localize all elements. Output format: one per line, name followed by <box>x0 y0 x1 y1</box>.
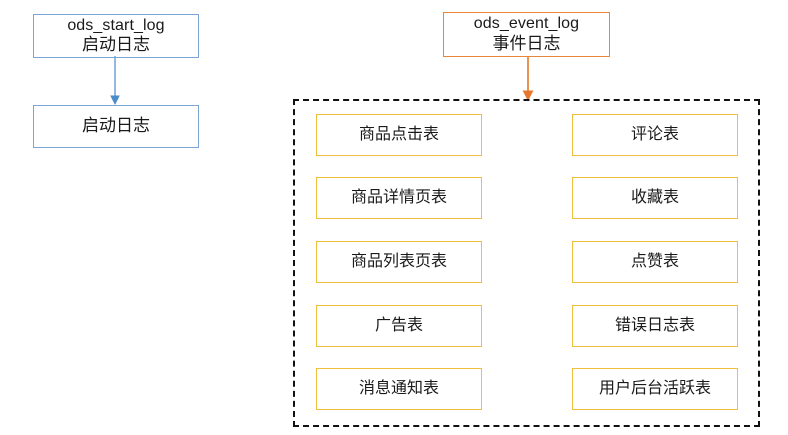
table-box-shangpin-liebiaoye[interactable]: 商品列表页表 <box>316 241 482 283</box>
table-box-dianzan[interactable]: 点赞表 <box>572 241 738 283</box>
node-ods-start-log-name-en: ods_start_log <box>67 16 165 34</box>
arrow-down-icon <box>522 56 534 101</box>
table-box-pinglun[interactable]: 评论表 <box>572 114 738 156</box>
node-ods-event-log-name-en: ods_event_log <box>473 15 580 33</box>
table-box-label: 广告表 <box>374 316 423 334</box>
table-box-yonghu-houtai-huoyue[interactable]: 用户后台活跃表 <box>572 368 738 410</box>
table-box-label: 商品点击表 <box>358 125 439 143</box>
arrow-down-icon <box>110 56 120 105</box>
node-ods-start-log-name-cn: 启动日志 <box>82 35 150 55</box>
node-start-log-table-label: 启动日志 <box>82 116 150 136</box>
table-box-label: 错误日志表 <box>614 316 695 334</box>
node-ods-event-log[interactable]: ods_event_log 事件日志 <box>443 12 610 57</box>
start-log-arrow-connector <box>108 56 122 106</box>
event-log-arrow-connector <box>520 56 536 102</box>
table-box-label: 收藏表 <box>630 188 679 206</box>
node-ods-start-log[interactable]: ods_start_log 启动日志 <box>33 14 199 58</box>
table-box-shangpin-dianji[interactable]: 商品点击表 <box>316 114 482 156</box>
table-box-shoucang[interactable]: 收藏表 <box>572 177 738 219</box>
table-box-shangpin-xiangqingye[interactable]: 商品详情页表 <box>316 177 482 219</box>
table-box-xiaoxi-tongzhi[interactable]: 消息通知表 <box>316 368 482 410</box>
node-start-log-table[interactable]: 启动日志 <box>33 105 199 148</box>
table-box-label: 商品详情页表 <box>350 188 447 206</box>
event-tables-group <box>293 99 760 427</box>
table-box-label: 商品列表页表 <box>350 252 447 270</box>
table-box-label: 评论表 <box>630 125 679 143</box>
table-box-label: 点赞表 <box>630 252 679 270</box>
table-box-label: 消息通知表 <box>358 379 439 397</box>
table-box-guanggao[interactable]: 广告表 <box>316 305 482 347</box>
table-box-cuowu-rizhi[interactable]: 错误日志表 <box>572 305 738 347</box>
table-box-label: 用户后台活跃表 <box>598 379 711 397</box>
node-ods-event-log-name-cn: 事件日志 <box>492 33 561 53</box>
